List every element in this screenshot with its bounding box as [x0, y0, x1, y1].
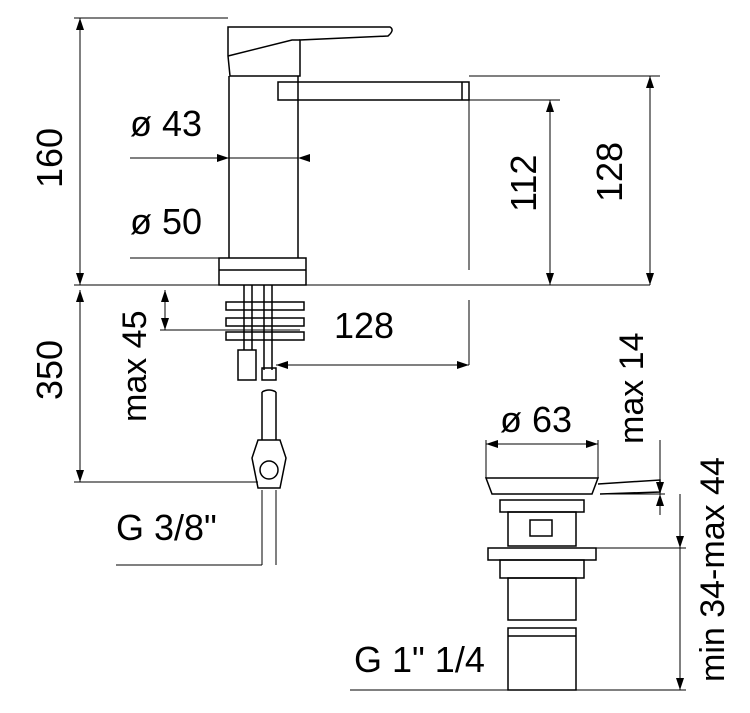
label-spout-reach: 128	[334, 305, 394, 346]
fixing-assembly	[225, 285, 305, 489]
label-height-total: 160	[29, 128, 70, 188]
label-waste-diameter: ø 63	[500, 399, 572, 440]
label-waste-range: min 34-max 44	[694, 457, 732, 682]
label-waste-thread: G 1" 1/4	[354, 639, 485, 680]
arrowheads	[76, 18, 684, 690]
label-waste-max-height: max 14	[613, 333, 651, 445]
label-hose-length: 350	[29, 340, 70, 400]
label-spout-height: 112	[503, 155, 544, 212]
label-max-deck: max 45	[116, 311, 154, 423]
label-diameter-body: ø 43	[130, 103, 202, 144]
label-hose-thread: G 3/8"	[116, 507, 217, 548]
label-overall-height: 128	[589, 142, 630, 202]
waste-assembly	[484, 477, 661, 691]
label-diameter-base: ø 50	[130, 201, 202, 242]
faucet-body	[218, 26, 470, 286]
